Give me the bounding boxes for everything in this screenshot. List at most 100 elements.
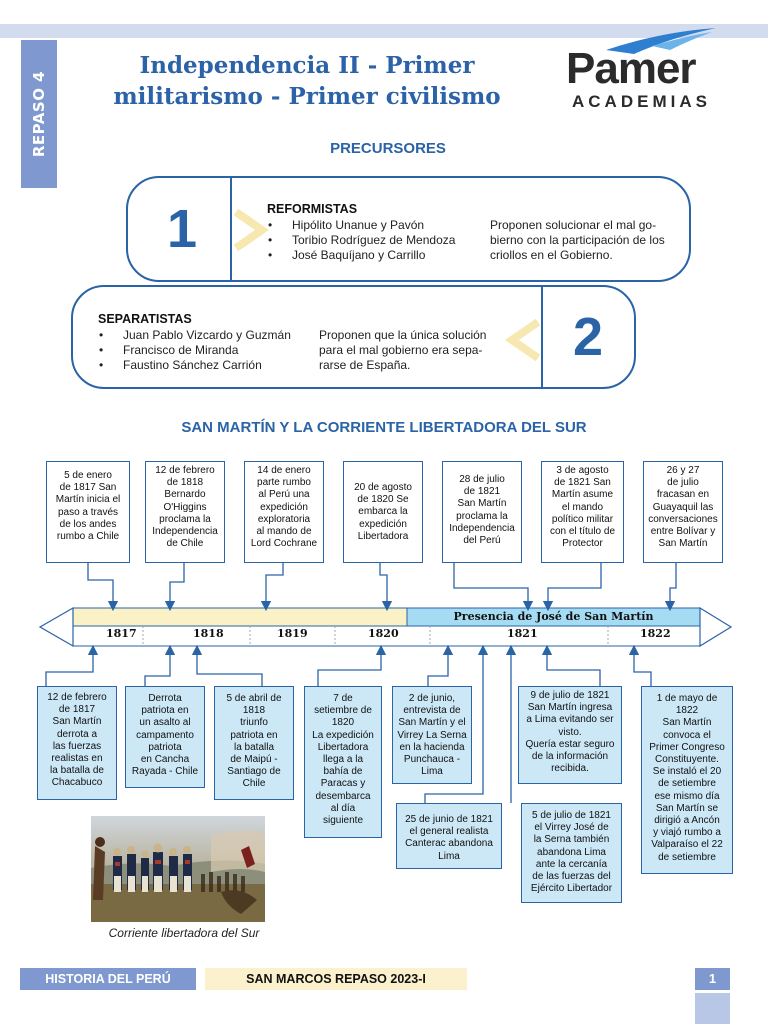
event-line: 1820 <box>331 717 355 729</box>
page-tab-decoration <box>695 993 730 1024</box>
event-line: a Lima evitando ser <box>526 714 614 726</box>
event-line: 20 de agosto <box>354 482 412 493</box>
event-box-top: 5 de enero de 1817 San Martín inicia el … <box>46 461 130 563</box>
event-line: desembarca <box>315 790 371 802</box>
event-line: Libertadora <box>357 530 409 542</box>
list-item: Juan Pablo Vizcardo y Guzmán <box>97 328 291 343</box>
event-line: Independencia <box>152 526 218 538</box>
event-line: expedición <box>260 501 308 513</box>
event-line: Se instaló el 20 <box>652 766 722 778</box>
precursores-frame <box>71 176 691 389</box>
event-line: Lima <box>438 850 460 862</box>
event-line: Bernardo <box>164 489 206 501</box>
event-line: derrota a <box>56 728 98 740</box>
desc-line: criollos en el Gobierno. <box>490 248 613 262</box>
reformistas-heading: REFORMISTAS <box>267 202 358 216</box>
event-line: 5 de abril de <box>226 693 282 704</box>
separatistas-description: Proponen que la única solución para el m… <box>319 328 486 373</box>
top-band <box>0 24 768 38</box>
event-line: Ejército Libertador <box>530 883 613 895</box>
event-line: recibida. <box>551 763 589 775</box>
event-line: Canterac abandona <box>405 838 493 850</box>
event-line: O'Higgins <box>163 501 207 513</box>
event-line: 25 de junio de 1821 <box>405 814 493 825</box>
event-line: la batalla <box>233 741 275 753</box>
event-line: de 1821 San <box>554 477 611 489</box>
list-item: Toribio Rodríguez de Mendoza <box>266 233 455 248</box>
event-line: al mando de <box>256 526 312 538</box>
year-label: 1817 <box>106 627 137 640</box>
list-item: Hipólito Unanue y Pavón <box>266 218 455 233</box>
event-box-bottom: 5 de abril de 1818 triunfo patriota en l… <box>214 686 294 800</box>
event-line: proclama la <box>456 510 508 522</box>
event-box-bottom: 9 de julio de 1821 San Martín ingresa a … <box>518 686 622 784</box>
event-box-bottom: 7 de setiembre de 1820 La expedición Lib… <box>304 686 382 838</box>
event-box-bottom: 12 de febrero de 1817 San Martín derrota… <box>37 686 117 800</box>
event-line: San Martín ingresa <box>527 702 613 714</box>
event-line: La expedición <box>312 729 374 741</box>
event-line: parte rumbo <box>257 477 311 489</box>
event-line: entrevista de <box>403 705 461 717</box>
precursores-title: PRECURSORES <box>330 140 446 157</box>
year-label: 1822 <box>640 627 671 640</box>
event-line: 12 de febrero <box>47 692 107 703</box>
event-line: San Martín se <box>655 802 719 814</box>
event-line: en la hacienda <box>399 741 465 753</box>
event-line: convoca el <box>663 729 711 741</box>
event-box-bottom: Derrota patriota en un asalto al campame… <box>125 686 205 788</box>
event-line: paso a través <box>57 506 119 518</box>
event-line: político militar <box>551 513 614 525</box>
event-line: triunfo <box>240 717 268 729</box>
event-line: Quería estar seguro <box>525 738 615 750</box>
year-label: 1821 <box>507 627 538 640</box>
event-line: 1 de mayo de <box>656 693 718 704</box>
event-line: patriota en <box>141 705 189 717</box>
sanmartin-title: SAN MARTÍN Y LA CORRIENTE LIBERTADORA DE… <box>181 419 587 436</box>
event-box-top: 20 de agosto de 1820 Se embarca la exped… <box>343 461 423 563</box>
event-line: Constituyente. <box>655 754 719 766</box>
desc-line: Proponen que la única solución <box>319 328 487 342</box>
event-line: un asalto al <box>139 717 191 729</box>
page-title: Independencia II - Primer militarismo - … <box>62 50 552 112</box>
event-box-top: 26 y 27 de julio fracasan en Guayaquil l… <box>643 461 723 563</box>
event-box-top: 3 de agosto de 1821 San Martín asume el … <box>541 461 624 563</box>
list-item: Faustino Sánchez Carrión <box>97 358 291 373</box>
event-line: Libertadora <box>317 741 369 753</box>
event-line: de Maipú - <box>230 754 278 766</box>
event-line: San Martín y el <box>398 717 466 729</box>
event-box-bottom: 25 de junio de 1821 el general realista … <box>396 803 502 869</box>
footer-exam: SAN MARCOS REPASO 2023-I <box>205 968 467 990</box>
event-box-bottom: 1 de mayo de 1822 San Martín convoca el … <box>641 686 733 874</box>
event-line: bahía de <box>323 766 363 778</box>
year-label: 1818 <box>193 627 224 640</box>
desc-line: bierno con la participación de los <box>490 233 665 247</box>
event-line: realistas en <box>51 753 103 765</box>
event-line: Derrota <box>148 693 182 704</box>
historical-painting <box>91 816 265 922</box>
event-line: Virrey La Serna <box>397 729 467 741</box>
event-line: Guayaquil las <box>652 501 714 513</box>
event-line: abandona Lima <box>537 846 606 858</box>
page-number: 1 <box>695 968 730 990</box>
event-line: las fuerzas <box>52 740 102 752</box>
desc-line: Proponen solucionar el mal go- <box>490 218 657 232</box>
event-line: rumbo a Chile <box>56 531 120 543</box>
year-label: 1819 <box>277 627 308 640</box>
painting-caption: Corriente libertadora del Sur <box>108 926 260 940</box>
event-line: de setiembre <box>658 851 716 863</box>
event-line: la Serna también <box>533 834 610 846</box>
event-line: 1818 <box>242 705 266 717</box>
event-line: de las fuerzas del <box>532 871 611 883</box>
event-line: 14 de enero <box>257 465 311 476</box>
event-line: 28 de julio <box>459 474 505 485</box>
reformistas-description: Proponen solucionar el mal go- bierno co… <box>490 218 665 263</box>
event-line: de 1817 San <box>59 482 117 494</box>
event-line: siguiente <box>322 815 364 827</box>
event-line: setiembre de <box>314 705 372 717</box>
desc-line: para el mal gobierno era sepa- <box>319 343 483 357</box>
event-line: Chacabuco <box>51 777 103 789</box>
event-line: de los andes <box>59 518 117 530</box>
event-box-bottom: 2 de junio, entrevista de San Martín y e… <box>392 686 472 784</box>
event-line: el Virrey José de <box>534 822 609 834</box>
event-line: entre Bolívar y <box>650 526 716 538</box>
